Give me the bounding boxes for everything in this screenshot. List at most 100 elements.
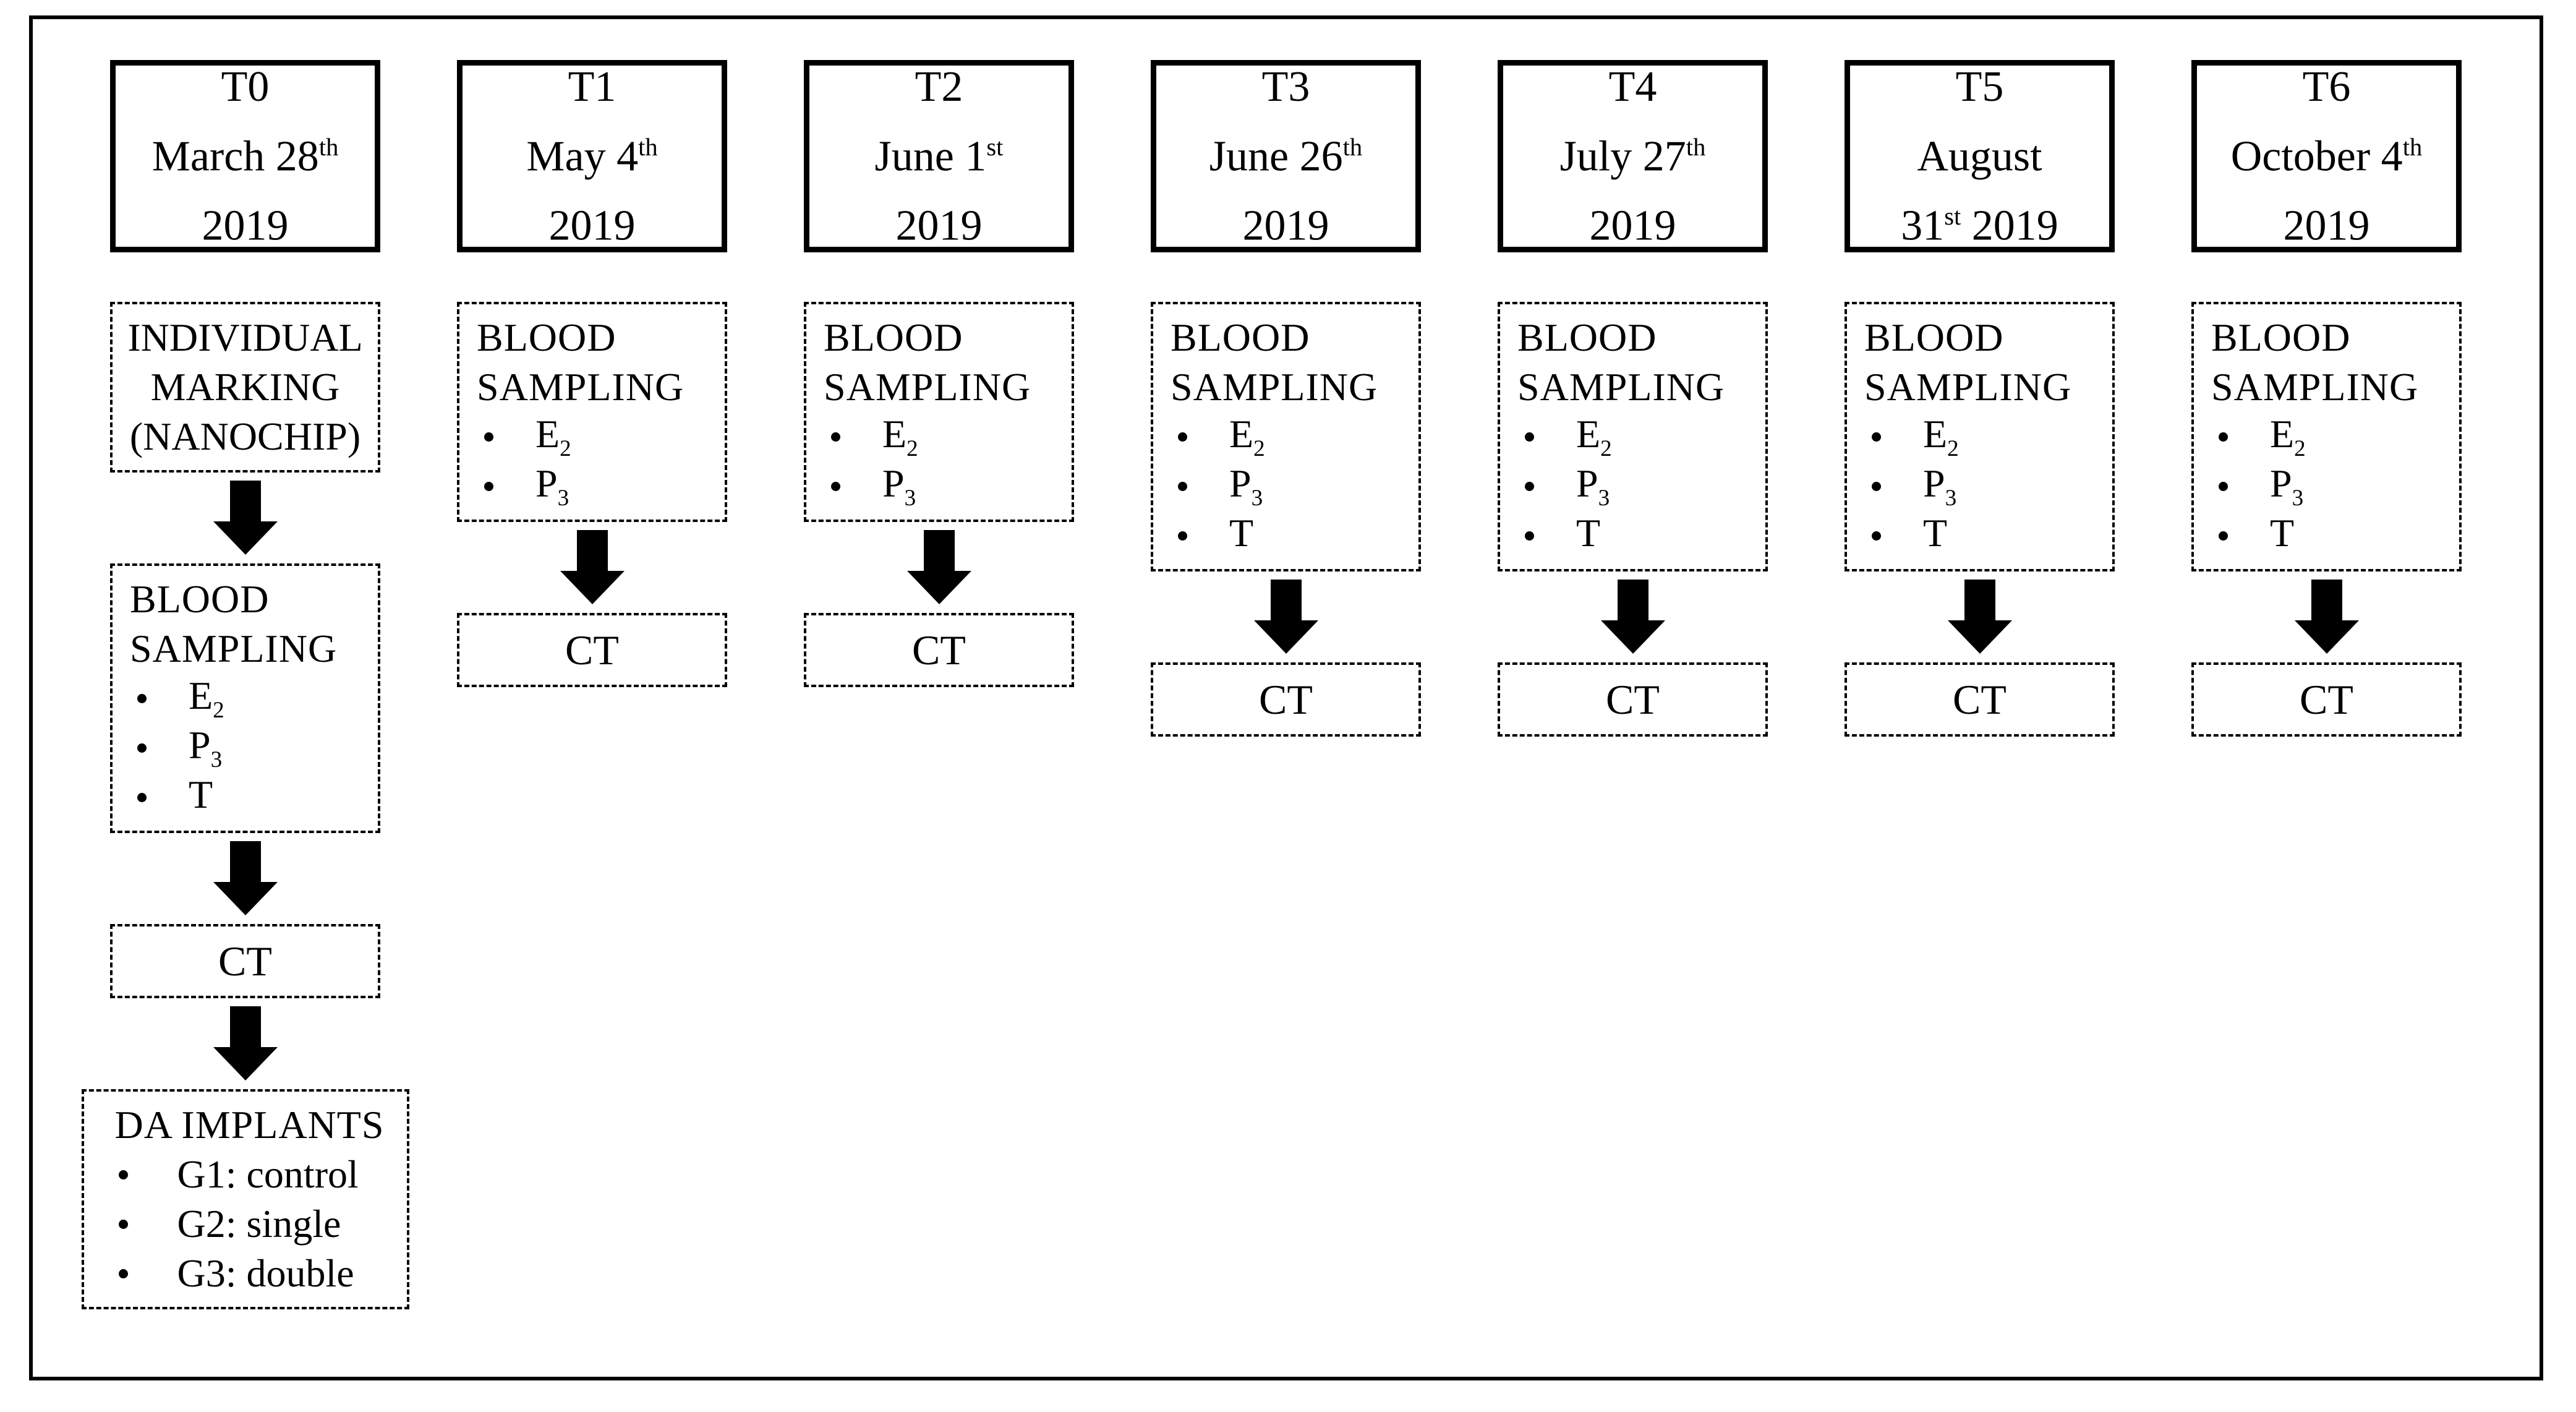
list-item: E2 — [113, 674, 378, 723]
bullet-dot-icon — [1872, 432, 1881, 442]
list-item: P3 — [1500, 461, 1765, 511]
list-item: T — [1847, 511, 2112, 560]
bullet-item-label: P3 — [882, 461, 916, 511]
timeline-column-t4: T4 July 27th 2019 BLOOD SAMPLING E2 P3 T… — [1498, 60, 1768, 737]
individual-marking-box: INDIVIDUAL MARKING (NANOCHIP) — [110, 302, 380, 473]
timepoint-year: 2019 — [548, 202, 636, 250]
down-arrow-icon — [213, 1006, 278, 1080]
ct-label: CT — [218, 937, 272, 985]
timepoint-year: 2019 — [895, 202, 983, 250]
timepoint-id: T0 — [221, 62, 270, 111]
blood-sampling-box-t6: BLOOD SAMPLING E2 P3 T — [2191, 302, 2462, 571]
timeline-columns: T0 March 28th 2019 INDIVIDUAL MARKING (N… — [33, 19, 2540, 1309]
ct-label: CT — [1606, 675, 1660, 723]
bullet-dot-icon — [1872, 481, 1881, 491]
list-item: E2 — [459, 412, 725, 461]
bullet-item-label: T — [1229, 511, 1254, 555]
list-item: E2 — [806, 412, 1072, 461]
list-item: G1: control — [84, 1150, 407, 1199]
bullet-item-label: T — [2270, 511, 2295, 555]
list-item: E2 — [2194, 412, 2459, 461]
bullet-item-label: P3 — [1923, 461, 1957, 511]
down-arrow-icon — [906, 530, 971, 604]
box-title-line: (NANOCHIP) — [129, 414, 361, 458]
blood-sampling-box-t5: BLOOD SAMPLING E2 P3 T — [1845, 302, 2115, 571]
list-item: P3 — [459, 461, 725, 511]
timeline-column-t6: T6 October 4th 2019 BLOOD SAMPLING E2 P3… — [2191, 60, 2462, 737]
box-title-line: SAMPLING — [1517, 365, 1725, 409]
bullet-item-label: P3 — [1576, 461, 1610, 511]
ct-label: CT — [912, 626, 966, 674]
timepoint-id: T5 — [1955, 62, 2004, 111]
bullet-item-label: P3 — [1229, 461, 1263, 511]
ct-box-t5: CT — [1845, 662, 2115, 737]
timepoint-date: March 28th — [151, 132, 339, 180]
ct-box-t6: CT — [2191, 662, 2462, 737]
bullet-dot-icon — [2219, 432, 2228, 442]
timepoint-date: October 4th — [2230, 132, 2423, 180]
bullet-dot-icon — [118, 1170, 128, 1179]
box-title-line: INDIVIDUAL — [127, 315, 363, 359]
list-item: E2 — [1500, 412, 1765, 461]
list-item: T — [113, 772, 378, 822]
ct-box-t3: CT — [1151, 662, 1421, 737]
ct-box-t1: CT — [457, 613, 727, 687]
timepoint-id: T6 — [2302, 62, 2351, 111]
down-arrow-icon — [1600, 580, 1665, 654]
box-title-line: SAMPLING — [477, 365, 685, 409]
bullet-item-label: E2 — [1923, 412, 1959, 461]
box-title-line: BLOOD — [477, 315, 616, 359]
timepoint-date: July 27th — [1559, 132, 1706, 180]
bullet-dot-icon — [1525, 531, 1534, 541]
bullet-dot-icon — [1178, 432, 1187, 442]
bullet-item-label: T — [1923, 511, 1948, 555]
bullet-dot-icon — [118, 1269, 128, 1278]
timepoint-date: June 26th — [1209, 132, 1363, 180]
box-title-line: SAMPLING — [1171, 365, 1378, 409]
bullet-dot-icon — [831, 432, 840, 442]
bullet-item-label: P3 — [535, 461, 569, 511]
timepoint-box-t3: T3 June 26th 2019 — [1151, 60, 1421, 252]
bullet-item-label: E2 — [2270, 412, 2306, 461]
timepoint-date: August — [1917, 132, 2042, 180]
bullet-item-label: E2 — [882, 412, 918, 461]
timepoint-id: T2 — [915, 62, 963, 111]
timepoint-box-t6: T6 October 4th 2019 — [2191, 60, 2462, 252]
ct-label: CT — [2300, 675, 2353, 723]
list-item: P3 — [1153, 461, 1418, 511]
bullet-dot-icon — [137, 792, 147, 802]
timepoint-year: 2019 — [202, 202, 289, 250]
down-arrow-icon — [2294, 580, 2359, 654]
bullet-dot-icon — [1525, 481, 1534, 491]
box-title-line: BLOOD — [824, 315, 963, 359]
timepoint-year: 2019 — [2283, 202, 2370, 250]
blood-sampling-box-t4: BLOOD SAMPLING E2 P3 T — [1498, 302, 1768, 571]
timepoint-box-t0: T0 March 28th 2019 — [110, 60, 380, 252]
box-title-line: BLOOD — [2211, 315, 2351, 359]
bullet-item-label: E2 — [1576, 412, 1612, 461]
list-item: P3 — [2194, 461, 2459, 511]
timepoint-year: 31st 2019 — [1901, 202, 2058, 250]
list-item: G2: single — [84, 1199, 407, 1249]
box-title-line: BLOOD — [1864, 315, 2004, 359]
box-title-line: SAMPLING — [130, 627, 338, 670]
timeline-column-t5: T5 August 31st 2019 BLOOD SAMPLING E2 P3… — [1845, 60, 2115, 737]
bullet-item-label: E2 — [535, 412, 571, 461]
timepoint-box-t2: T2 June 1st 2019 — [804, 60, 1074, 252]
bullet-dot-icon — [137, 743, 147, 753]
da-implants-box: DA IMPLANTS G1: control G2: single G3: d… — [81, 1089, 409, 1309]
box-title-line: BLOOD — [130, 577, 270, 621]
ct-label: CT — [1259, 675, 1313, 723]
ct-label: CT — [1953, 675, 2007, 723]
blood-sampling-box-t0: BLOOD SAMPLING E2 P3 T — [110, 563, 380, 833]
down-arrow-icon — [213, 481, 278, 555]
list-item: G3: double — [84, 1249, 407, 1298]
timepoint-date: June 1st — [874, 132, 1004, 180]
timepoint-box-t1: T1 May 4th 2019 — [457, 60, 727, 252]
down-arrow-icon — [560, 530, 625, 604]
timeline-column-t1: T1 May 4th 2019 BLOOD SAMPLING E2 P3 CT — [457, 60, 727, 687]
list-item: P3 — [113, 723, 378, 772]
timepoint-id: T1 — [568, 62, 616, 111]
bullet-item-label: G3: double — [177, 1251, 354, 1295]
bullet-dot-icon — [1872, 531, 1881, 541]
